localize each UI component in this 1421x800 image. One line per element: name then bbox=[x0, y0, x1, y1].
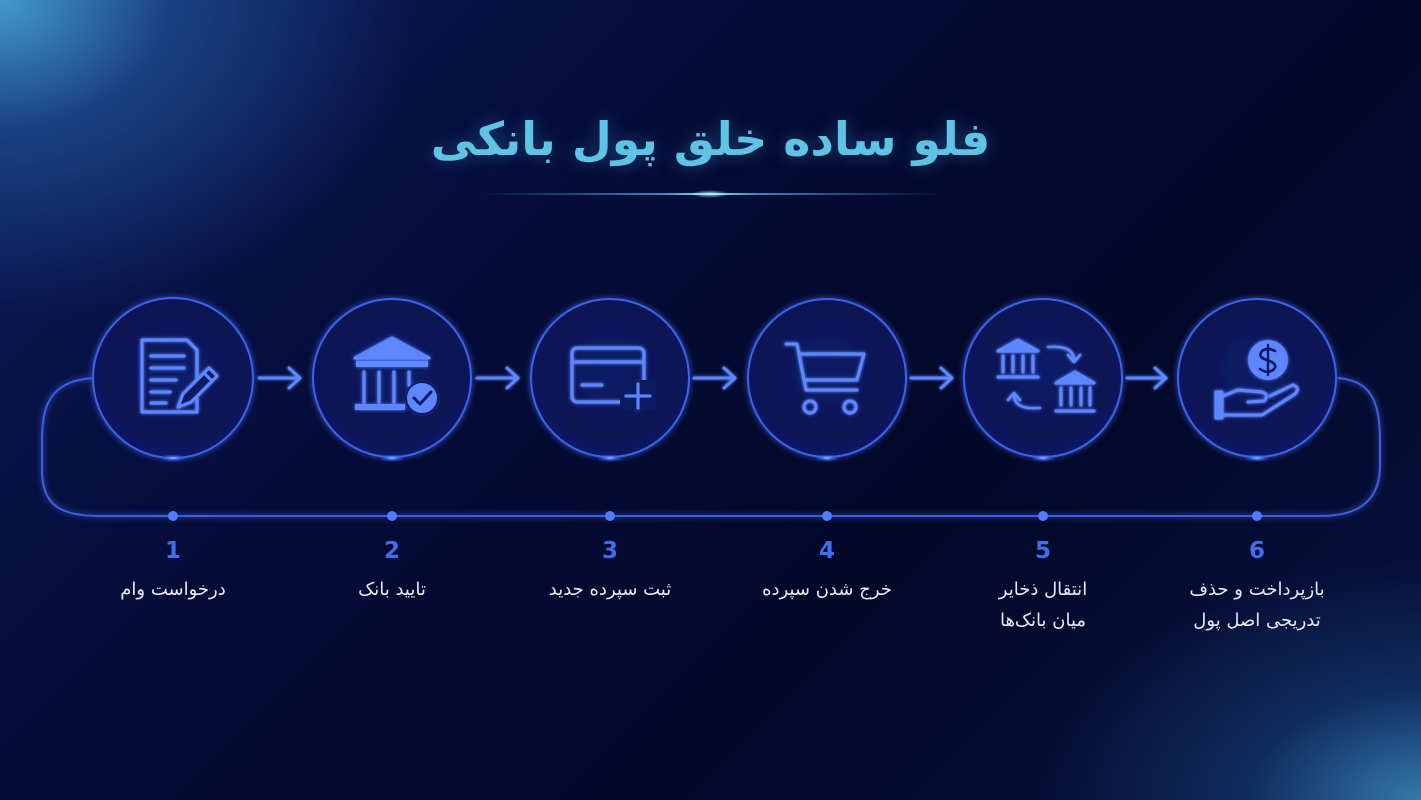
step-label-line: تدریجی اصل پول bbox=[1193, 610, 1321, 631]
step-number: 3 bbox=[601, 538, 618, 564]
step-label: درخواست وام bbox=[63, 574, 283, 605]
timeline-dot bbox=[1252, 511, 1262, 521]
step-number: 6 bbox=[1248, 538, 1265, 564]
step-circle bbox=[747, 298, 907, 462]
timeline-dots bbox=[168, 511, 1262, 521]
step-label-line: میان بانک‌ها bbox=[999, 610, 1087, 631]
step-number: 4 bbox=[818, 538, 835, 564]
step-label: ثبت سپرده جدید bbox=[500, 574, 720, 605]
arrow-right-icon bbox=[1125, 366, 1168, 390]
step-label-line: تایید بانک bbox=[358, 579, 426, 600]
title-underline-glow bbox=[690, 190, 730, 198]
step-label-line: خرج شدن سپرده bbox=[762, 579, 892, 600]
page-title: فلو ساده خلق پول بانکی bbox=[430, 112, 991, 166]
timeline-dot bbox=[168, 511, 178, 521]
step-circle bbox=[1177, 298, 1337, 462]
bank-check-icon bbox=[353, 336, 439, 415]
arrow-right-icon bbox=[257, 366, 302, 390]
step-label: خرج شدن سپرده bbox=[717, 574, 937, 605]
step-label-line: انتقال ذخایر bbox=[998, 579, 1088, 600]
step-circle bbox=[312, 298, 472, 462]
timeline-dot bbox=[387, 511, 397, 521]
bank-transfer-icon bbox=[996, 338, 1096, 413]
step-number: 5 bbox=[1034, 538, 1051, 564]
timeline-dot bbox=[605, 511, 615, 521]
arrow-right-icon bbox=[909, 366, 954, 390]
arrow-right-icon bbox=[475, 366, 520, 390]
card-plus-icon bbox=[570, 346, 656, 410]
timeline-dot bbox=[822, 511, 832, 521]
step-label-line: بازپرداخت و حذف bbox=[1189, 579, 1325, 600]
step-circle bbox=[963, 298, 1123, 462]
timeline-line bbox=[40, 377, 1381, 517]
step-circle bbox=[530, 298, 690, 462]
hand-coin-icon bbox=[1214, 340, 1300, 420]
step-label-line: ثبت سپرده جدید bbox=[548, 579, 672, 600]
step-label: تایید بانک bbox=[282, 574, 502, 605]
step-circles bbox=[92, 297, 1337, 462]
step-label-line: درخواست وام bbox=[120, 579, 226, 600]
shopping-cart-icon bbox=[784, 342, 866, 415]
step-number: 1 bbox=[164, 538, 181, 564]
step-number: 2 bbox=[383, 538, 400, 564]
arrow-right-icon bbox=[692, 366, 737, 390]
step-circle bbox=[92, 297, 254, 462]
step-label: انتقال ذخایر میان بانک‌ها bbox=[933, 574, 1153, 636]
document-pen-icon bbox=[140, 338, 219, 414]
step-label: بازپرداخت و حذف تدریجی اصل پول bbox=[1147, 574, 1367, 636]
timeline-dot bbox=[1038, 511, 1048, 521]
